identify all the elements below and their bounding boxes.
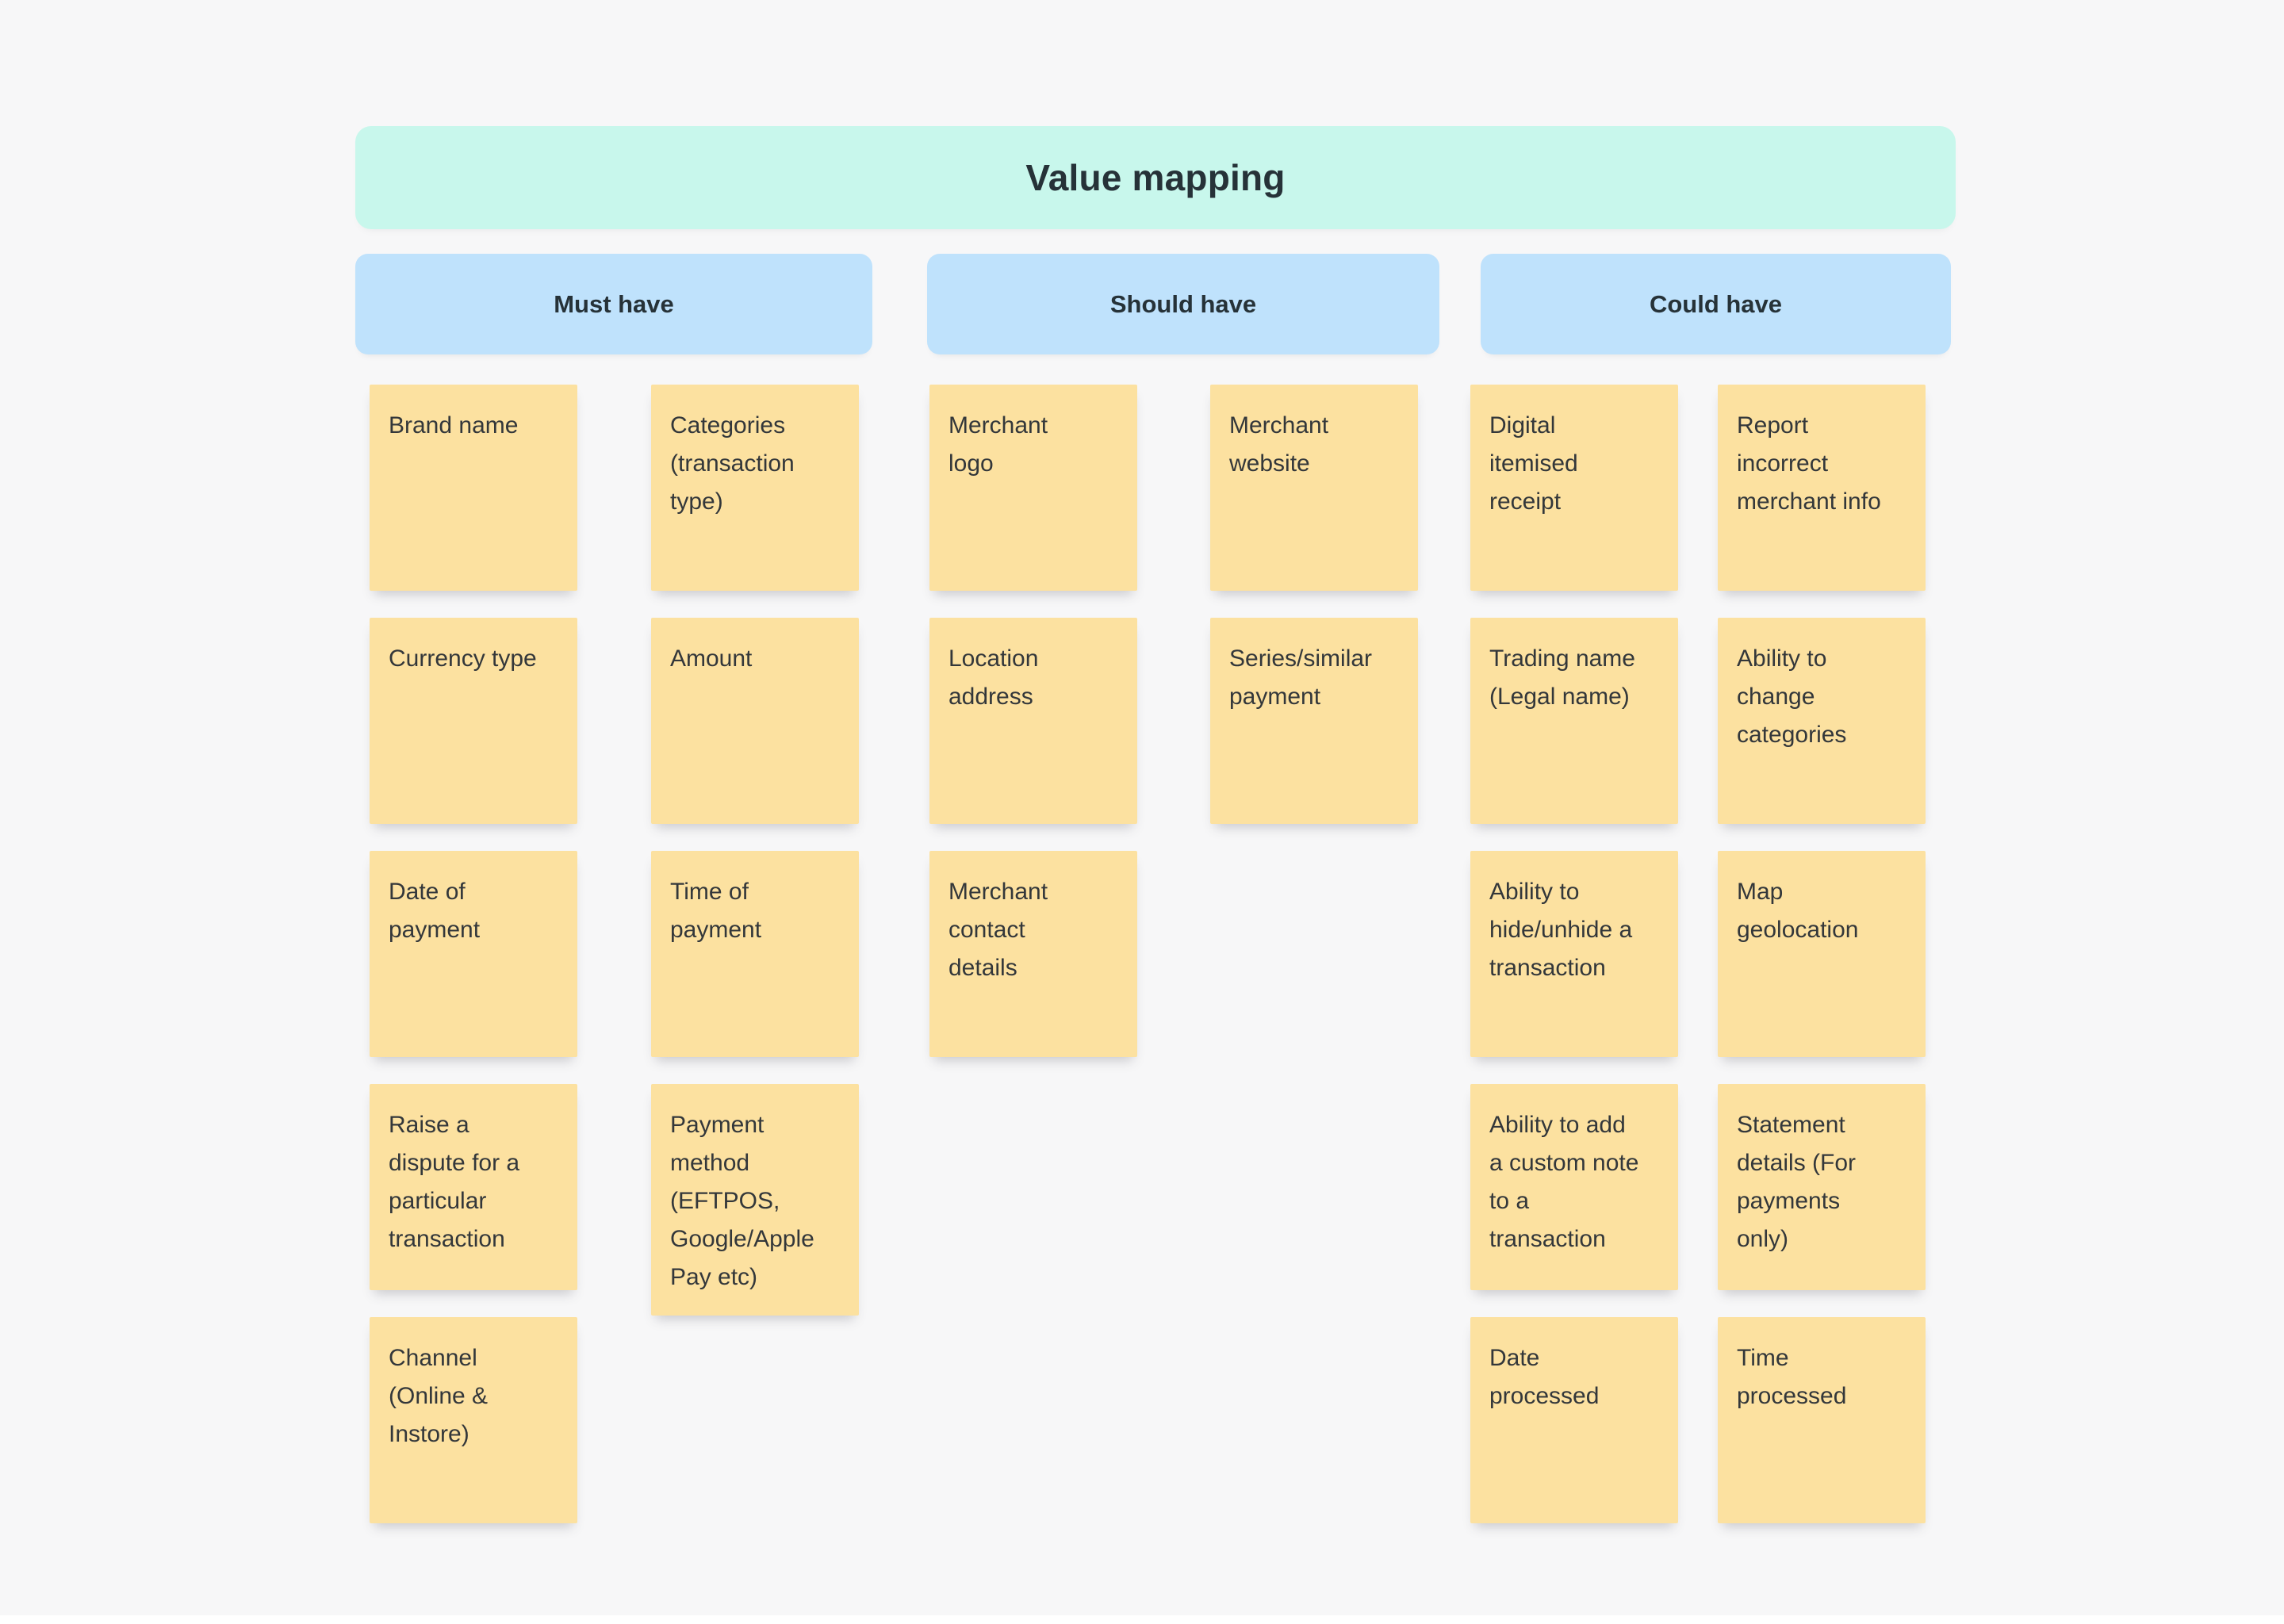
- note-text: Trading name (Legal name): [1489, 645, 1635, 710]
- note-text: Amount: [670, 645, 753, 672]
- title-banner[interactable]: Value mapping: [355, 126, 1956, 229]
- column-header-label: Must have: [554, 289, 674, 318]
- column-header-should-have[interactable]: Should have: [927, 254, 1439, 354]
- note-text: Report incorrect merchant info: [1737, 412, 1881, 515]
- note-text: Channel (Online & Instore): [389, 1345, 489, 1447]
- note-text: Brand name: [389, 412, 519, 439]
- sticky-note[interactable]: Ability to change categories: [1718, 618, 1926, 824]
- sticky-note[interactable]: Date processed: [1470, 1317, 1678, 1523]
- note-text: Date processed: [1489, 1345, 1600, 1409]
- sticky-note[interactable]: Payment method (EFTPOS, Google/Apple Pay…: [651, 1084, 859, 1316]
- note-text: Currency type: [389, 645, 537, 672]
- note-text: Date of payment: [389, 879, 481, 943]
- sticky-note[interactable]: Merchant logo: [929, 385, 1137, 591]
- sticky-note[interactable]: Merchant contact details: [929, 851, 1137, 1057]
- bottom-edge: [0, 1615, 2284, 1624]
- note-stack-should-left: Merchant logo Location address Merchant …: [929, 385, 1137, 1057]
- note-text: Location address: [948, 645, 1039, 710]
- sticky-note[interactable]: Report incorrect merchant info: [1718, 385, 1926, 591]
- column-header-label: Should have: [1109, 289, 1257, 318]
- note-text: Merchant contact details: [948, 879, 1048, 981]
- sticky-note[interactable]: Time processed: [1718, 1317, 1926, 1523]
- note-text: Series/similar payment: [1229, 645, 1373, 710]
- sticky-note[interactable]: Map geolocation: [1718, 851, 1926, 1057]
- sticky-note[interactable]: Location address: [929, 618, 1137, 824]
- sticky-note[interactable]: Series/similar payment: [1210, 618, 1418, 824]
- column-header-could-have[interactable]: Could have: [1481, 254, 1951, 354]
- sticky-note[interactable]: Currency type: [370, 618, 577, 824]
- note-text: Map geolocation: [1737, 879, 1859, 943]
- sticky-note[interactable]: Amount: [651, 618, 859, 824]
- note-text: Digital itemised receipt: [1489, 412, 1578, 515]
- sticky-note[interactable]: Brand name: [370, 385, 577, 591]
- note-text: Time processed: [1737, 1345, 1847, 1409]
- board-title: Value mapping: [1025, 157, 1286, 198]
- sticky-note[interactable]: Ability to hide/unhide a transaction: [1470, 851, 1678, 1057]
- note-stack-could-left: Digital itemised receipt Trading name (L…: [1470, 385, 1678, 1523]
- sticky-note[interactable]: Date of payment: [370, 851, 577, 1057]
- sticky-note[interactable]: Trading name (Legal name): [1470, 618, 1678, 824]
- sticky-note[interactable]: Merchant website: [1210, 385, 1418, 591]
- note-stack-could-right: Report incorrect merchant info Ability t…: [1718, 385, 1926, 1523]
- note-text: Statement details (For payments only): [1737, 1112, 1857, 1252]
- sticky-note[interactable]: Categories (transaction type): [651, 385, 859, 591]
- sticky-note[interactable]: Raise a dispute for a particular transac…: [370, 1084, 577, 1290]
- note-text: Ability to hide/unhide a transaction: [1489, 879, 1633, 981]
- note-stack-should-right: Merchant website Series/similar payment: [1210, 385, 1418, 824]
- note-text: Payment method (EFTPOS, Google/Apple Pay…: [670, 1112, 814, 1290]
- sticky-note[interactable]: Time of payment: [651, 851, 859, 1057]
- sticky-note[interactable]: Channel (Online & Instore): [370, 1317, 577, 1523]
- sticky-note[interactable]: Ability to add a custom note to a transa…: [1470, 1084, 1678, 1290]
- note-text: Ability to change categories: [1737, 645, 1847, 748]
- sticky-note[interactable]: Digital itemised receipt: [1470, 385, 1678, 591]
- column-header-label: Could have: [1649, 289, 1783, 318]
- note-text: Raise a dispute for a particular transac…: [389, 1112, 520, 1252]
- note-text: Ability to add a custom note to a transa…: [1489, 1112, 1639, 1252]
- note-text: Merchant website: [1229, 412, 1329, 477]
- column-header-must-have[interactable]: Must have: [355, 254, 872, 354]
- sticky-note[interactable]: Statement details (For payments only): [1718, 1084, 1926, 1290]
- note-text: Time of payment: [670, 879, 762, 943]
- note-text: Merchant logo: [948, 412, 1048, 477]
- note-text: Categories (transaction type): [670, 412, 795, 515]
- note-stack-must-right: Categories (transaction type) Amount Tim…: [651, 385, 859, 1316]
- note-stack-must-left: Brand name Currency type Date of payment…: [370, 385, 577, 1523]
